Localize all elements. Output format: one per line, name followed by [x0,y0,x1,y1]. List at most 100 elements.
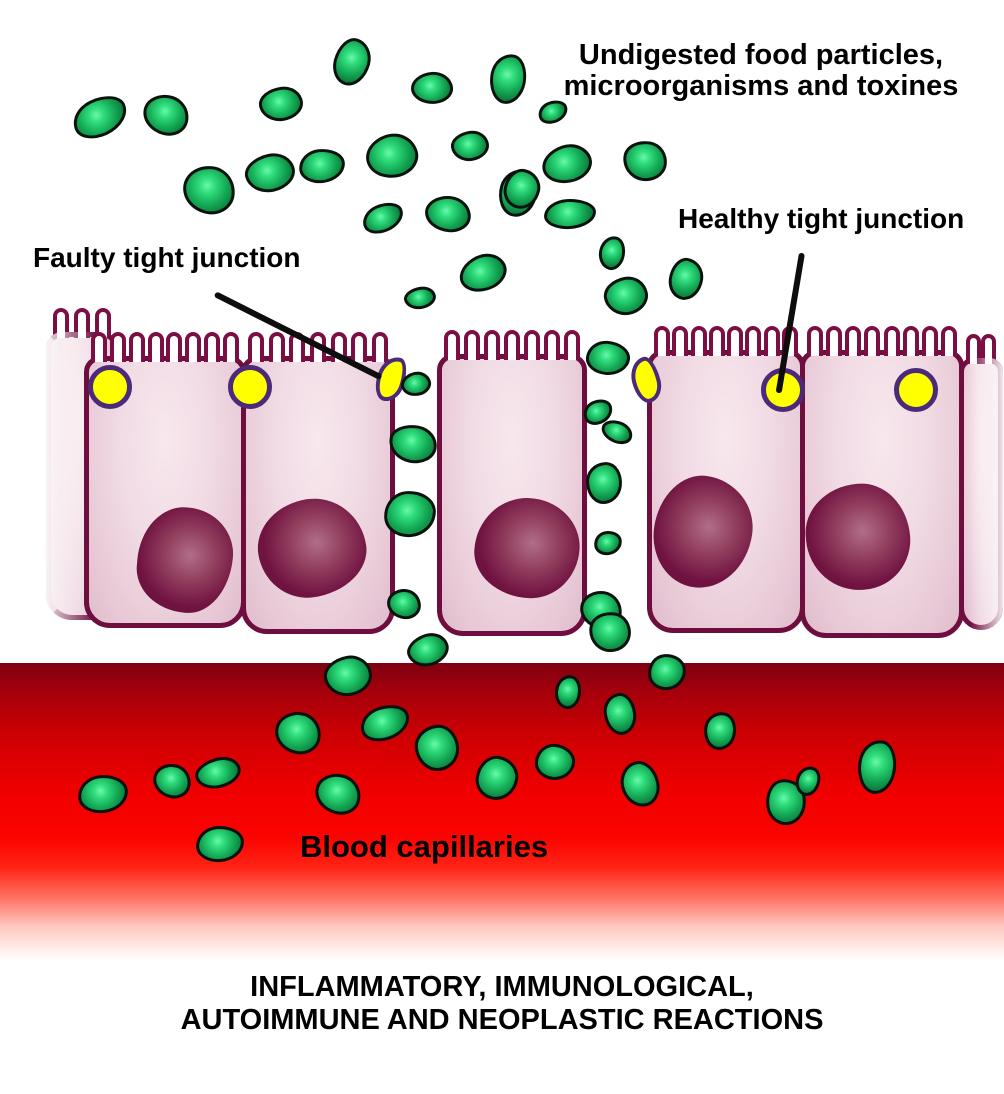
food-particle [194,824,246,864]
villus [109,332,126,362]
villus [981,334,996,364]
food-particle [700,709,740,753]
villus [147,332,164,362]
food-particle [449,128,491,164]
villus [826,326,843,356]
blood-capillaries-label: Blood capillaries [300,829,549,864]
food-particle [76,772,130,816]
food-particle [361,128,423,184]
food-particle [320,652,376,700]
food-particle [409,70,455,106]
food-particle [191,752,245,794]
microvilli [53,306,111,338]
food-particle [382,488,438,540]
villus [248,332,264,362]
epithelial-cell [959,334,1003,630]
diagram-title: Undigested food particles, microorganism… [520,40,1002,102]
faulty-junction-label: Faulty tight junction [33,242,301,273]
food-particle [297,146,347,186]
villus [708,326,725,356]
microvilli [444,328,580,360]
food-particle [584,339,632,377]
villus [128,332,145,362]
villus [544,330,560,360]
food-particle [854,737,900,797]
food-particle [543,197,597,231]
food-particle [241,149,299,197]
caption-line-2: AUTOIMMUNE AND NEOPLASTIC REACTIONS [180,1004,824,1036]
food-particle [595,233,629,273]
food-particle [601,690,639,738]
villus [351,332,368,362]
villus [74,308,90,338]
food-particle [472,752,522,804]
food-particle [358,197,408,239]
title-line-2: microorganisms and toxines [563,70,959,102]
villus [444,330,460,360]
villus [185,332,202,362]
villus [95,308,111,338]
title-line-1: Undigested food particles, [578,39,944,71]
food-particle [149,760,195,802]
villus [672,326,689,356]
villus [91,332,107,362]
villus [845,326,862,356]
food-particle [619,137,671,185]
healthy-tight-junction [894,368,938,412]
villus [484,330,500,360]
food-particle [310,768,366,820]
food-particle [584,460,624,506]
food-particle [398,368,434,400]
blood-capillaries-band [0,663,1004,963]
villus [883,326,900,356]
villus [222,332,239,362]
villus [464,330,480,360]
food-particle [179,162,239,218]
food-particle [453,246,513,300]
microvilli [654,324,798,356]
healthy-tight-junction [88,365,132,409]
food-particle [403,628,453,672]
food-particle [537,138,597,190]
microvilli [91,330,239,362]
food-particle [385,587,423,621]
villus [763,326,780,356]
food-particle [551,672,585,712]
villus [864,326,881,356]
villus [902,326,919,356]
villus [807,326,823,356]
villus [966,334,981,364]
villus [940,326,957,356]
villus [564,330,580,360]
food-particle [66,87,134,147]
food-particle [328,34,376,90]
villus [921,326,938,356]
microvilli [966,332,996,364]
villus [268,332,285,362]
food-particle [386,421,440,467]
healthy-junction-label: Healthy tight junction [678,203,965,234]
food-particle [355,699,415,747]
villus [745,326,762,356]
villus [654,326,670,356]
caption-line-1: INFLAMMATORY, IMMUNOLOGICAL, [250,971,754,1003]
villus [371,332,388,362]
microvilli [807,324,957,356]
food-particle [256,84,306,124]
villus [166,332,183,362]
villus [690,326,707,356]
villus [524,330,540,360]
villus [53,308,69,338]
food-particle [601,273,651,319]
food-particle [412,722,462,774]
villus [204,332,221,362]
food-particle [616,757,664,811]
food-particle [533,742,577,782]
food-particle [402,284,438,312]
healthy-tight-junction [228,365,272,409]
food-particle [646,652,688,692]
food-particle [138,89,194,141]
food-particle [666,255,706,303]
